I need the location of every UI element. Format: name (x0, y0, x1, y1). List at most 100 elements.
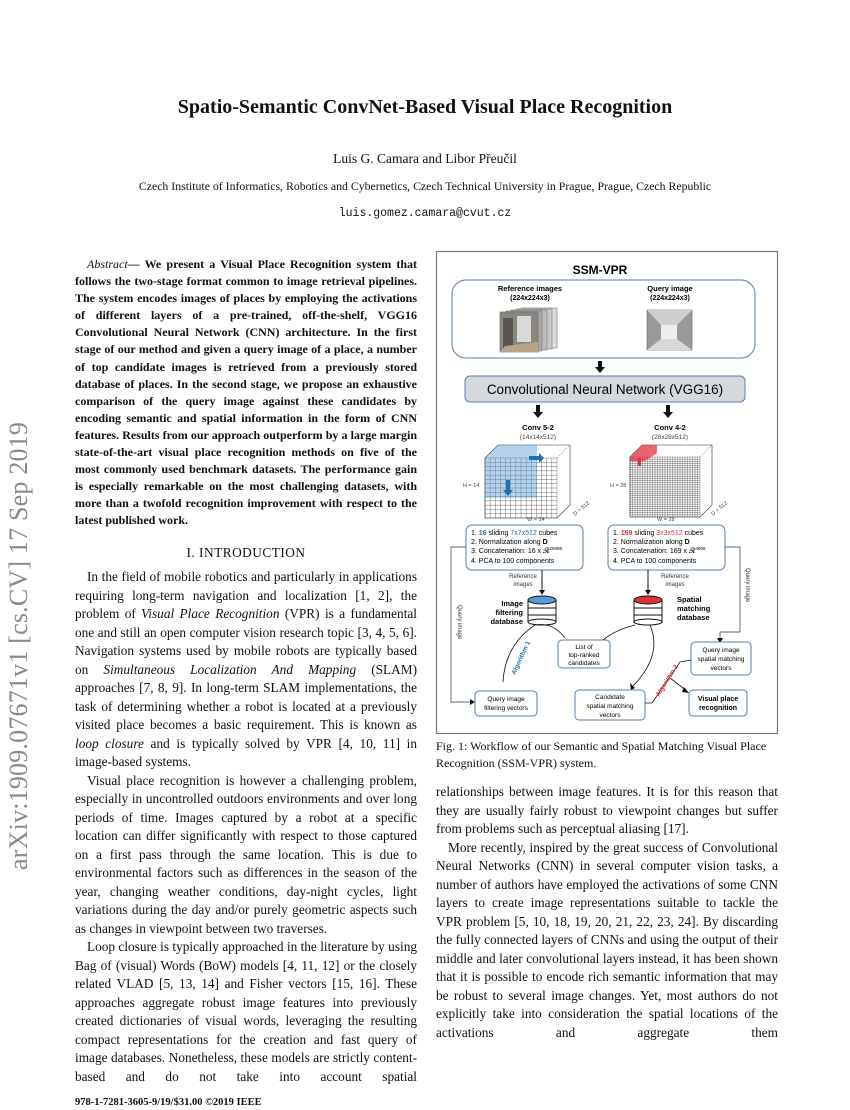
left-box-line-1: 1. 16 sliding 7x7x512 cubes (471, 530, 558, 537)
arxiv-identifier: arXiv:1909.07671v1 [cs.CV] 17 Sep 2019 (4, 421, 33, 870)
right-processing-box (607, 524, 726, 571)
abstract-text: — We present a Visual Place Recognition … (75, 257, 417, 528)
query-filtering-vectors-box (474, 690, 538, 717)
right-box-line-2: 2. Normalization along D (613, 539, 690, 546)
text-segment: In the field of mobile robotics and part… (75, 569, 417, 621)
italic-term: Simultaneous Localization And Mapping (103, 661, 357, 677)
database-label: Spatial (677, 595, 702, 604)
introduction-body: In the field of mobile robotics and part… (75, 568, 417, 1086)
visual-place-recognition-box (688, 689, 748, 717)
box-label: top-ranked (568, 652, 599, 659)
candidate-spatial-matching-vectors-box (574, 689, 646, 721)
right-box-line-1: 1. 169 sliding 3x3x512 cubes (613, 530, 704, 537)
feature-map-grid-left (484, 444, 571, 519)
copyright-footer: 978-1-7281-3605-9/19/$31.00 ©2019 IEEE (75, 1097, 262, 1108)
cnn-box (464, 375, 746, 403)
width-right-label: W = 28 (657, 517, 675, 523)
box-label: filtering vectors (484, 705, 528, 712)
box-label: List of (575, 644, 593, 651)
left-box-line-4: 4. PCA to 100 components (471, 558, 555, 565)
database-label: matching (677, 604, 711, 613)
reference-arrow-label: images (513, 582, 532, 588)
section-heading: I. INTRODUCTION (186, 544, 306, 560)
text-segment: Loop closure is typically approached in … (75, 939, 417, 1084)
height-right-label: H = 28 (610, 483, 626, 489)
figure-title: SSM-VPR (573, 263, 628, 277)
conv-right-label: Conv 4-2 (654, 423, 686, 432)
affiliation: Czech Institute of Informatics, Robotics… (138, 179, 712, 193)
reference-arrow-label: Reference (509, 574, 537, 580)
reference-arrow-label: Reference (661, 574, 689, 580)
right-box-line-4: 4. PCA to 100 components (613, 558, 697, 565)
query-image-arrow-label-left: Query image (456, 605, 462, 640)
arrow-right-icon (529, 453, 544, 463)
authors: Luis G. Camara and Libor Přeučil (333, 151, 517, 166)
query-dims-label: (224x224x3) (650, 295, 690, 302)
arrow-down-icon (595, 361, 605, 373)
database-label: database (490, 617, 523, 626)
abstract: Abstract— We present a Visual Place Reco… (75, 256, 417, 530)
query-image-label: Query image (647, 284, 692, 293)
box-label: Query image (702, 647, 740, 654)
top-ranked-candidates-box (557, 639, 611, 669)
abstract-label: Abstract (87, 257, 128, 271)
text-segment: (VPR) is a fundamental one and still an … (75, 606, 417, 677)
text-segment: relationships between image features. It… (436, 784, 778, 836)
database-label: database (677, 613, 710, 622)
paragraph: More recently, inspired by the great suc… (436, 839, 778, 1043)
text-segment: and is typically solved by VPR [4, 10, 1… (75, 735, 417, 770)
spatial-matching-database-icon (633, 595, 663, 626)
right-box-line-3: 3. Concatenation: 169 x 𝓡4608 (613, 546, 706, 555)
conv-left-label: Conv 5-2 (522, 423, 554, 432)
reference-dims-label: (224x224x3) (510, 295, 550, 302)
box-label: Query image (487, 696, 525, 703)
box-label: Candidate (595, 694, 625, 701)
left-box-line-3: 3. Concatenation: 16 x 𝓡25088 (471, 546, 563, 555)
left-column: Abstract— We present a Visual Place Reco… (75, 256, 417, 1110)
box-label: recognition (699, 705, 737, 712)
sliding-cube-red (630, 445, 657, 461)
box-label: candidates (568, 660, 600, 667)
database-label: Image (501, 599, 523, 608)
left-box-line-2: 2. Normalization along D (471, 539, 548, 546)
conv-left-dims: (14x14x512) (520, 434, 556, 441)
feature-map-grid-right (629, 444, 713, 518)
paper-title: Spatio-Semantic ConvNet-Based Visual Pla… (177, 96, 673, 118)
paragraph: Visual place recognition is however a ch… (75, 772, 417, 939)
cnn-label: Convolutional Neural Network (VGG16) (487, 382, 723, 397)
grid-line (556, 444, 571, 459)
text-segment: (SLAM) approaches [7, 8, 9]. In long-ter… (75, 661, 418, 733)
arrow-down-icon (663, 405, 673, 418)
box-label: vectors (711, 665, 733, 672)
box-label: Visual place (698, 696, 738, 703)
paragraph: relationships between image features. It… (436, 783, 778, 839)
italic-term: loop closure (75, 735, 144, 751)
image-filtering-database-icon (527, 595, 557, 626)
box-label: spatial matching (587, 703, 634, 710)
width-left-label: W = 14 (527, 517, 545, 523)
box-label: vectors (600, 712, 622, 719)
text-segment: Visual place recognition is however a ch… (75, 772, 417, 936)
right-column: Fig. 1: Workflow of our Semantic and Spa… (436, 738, 778, 1042)
left-processing-box (465, 524, 584, 571)
introduction-body-continued: relationships between image features. It… (436, 783, 778, 1042)
reference-images-label: Reference images (498, 284, 562, 293)
height-left-label: H = 14 (463, 483, 479, 489)
query-image-thumbnail (646, 309, 693, 351)
text-segment: More recently, inspired by the great suc… (436, 839, 778, 1040)
reference-images-stack (499, 307, 558, 353)
paragraph: Loop closure is typically approached in … (75, 938, 417, 1086)
arrow-down-icon (533, 405, 543, 418)
query-image-arrow-label-right: Query image (744, 568, 750, 603)
box-label: spatial matching (698, 656, 745, 663)
email: luis.gomez.camara@cvut.cz (338, 207, 512, 220)
arrow-down-icon (503, 480, 513, 496)
reference-arrow-label: images (665, 582, 684, 588)
database-label: filtering (496, 608, 524, 617)
conv-right-dims: (28x28x512) (652, 434, 688, 441)
figure-caption: Fig. 1: Workflow of our Semantic and Spa… (436, 739, 767, 770)
query-spatial-matching-vectors-box (690, 641, 752, 676)
sliding-cube-blue (485, 445, 537, 498)
paragraph: In the field of mobile robotics and part… (75, 568, 417, 772)
